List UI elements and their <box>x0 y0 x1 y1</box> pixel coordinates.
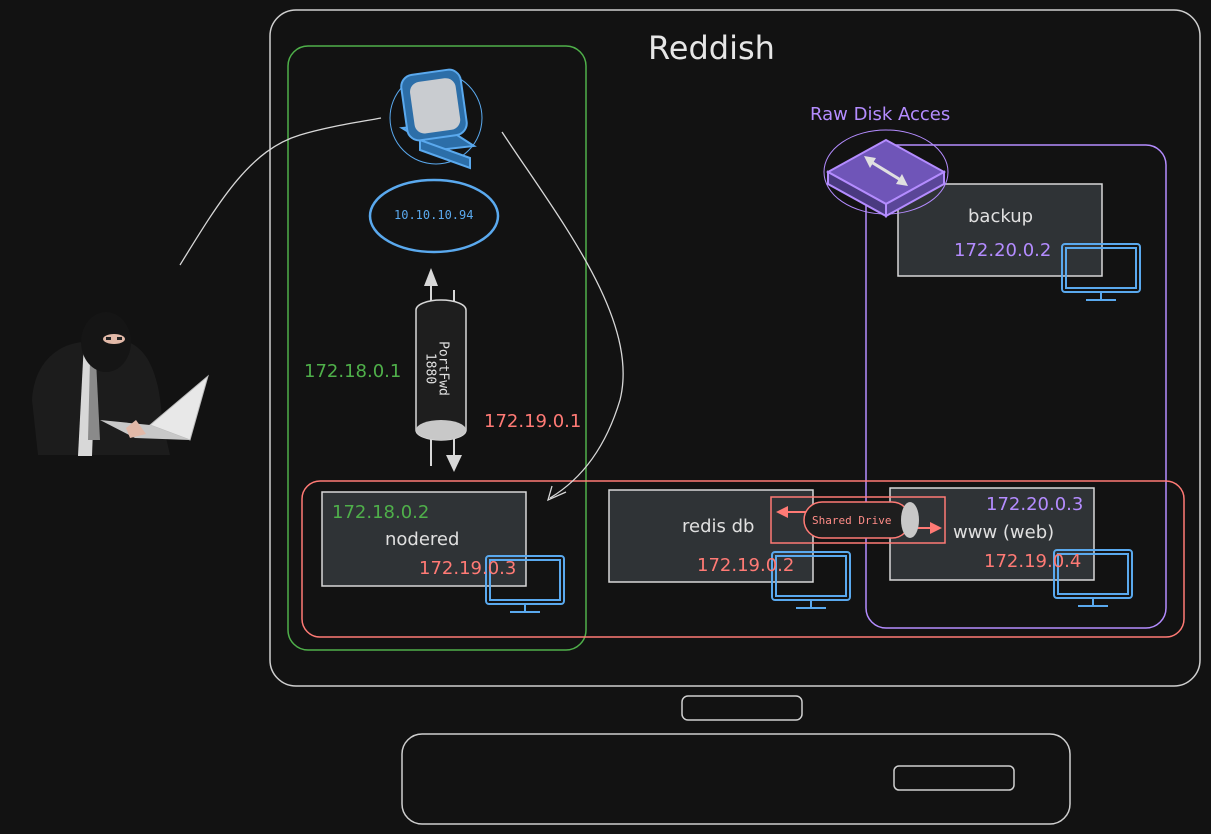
www-ip20-label: 172.20.0.3 <box>986 494 1084 515</box>
host-frame <box>269 9 1201 687</box>
backup-ip20-label: 172.20.0.2 <box>954 240 1052 261</box>
gateway-172-19-label: 172.19.0.1 <box>484 411 582 432</box>
host-ip-label: 10.10.10.94 <box>394 208 474 222</box>
tunnel-cylinder-icon <box>415 268 467 472</box>
monitor-icon <box>1061 243 1141 301</box>
network-172-20-box <box>865 144 1167 629</box>
network-172-19-box <box>301 480 1185 638</box>
shared-drive-icon <box>770 496 946 544</box>
nodered-ip19-label: 172.19.0.3 <box>419 558 517 579</box>
tunnel-label: PortFwd <box>435 341 451 396</box>
backup-box <box>897 183 1103 277</box>
nodered-ip18-label: 172.18.0.2 <box>332 502 430 523</box>
www-ip19-label: 172.19.0.4 <box>984 551 1082 572</box>
base-slot <box>893 765 1015 791</box>
hacker-illustration <box>32 312 209 456</box>
redis-name-label: redis db <box>682 516 755 537</box>
monitor-icon <box>771 551 851 609</box>
tunnel-port-label: 1880 <box>422 352 438 385</box>
monitor-icon <box>1053 549 1133 607</box>
pivot-arrowhead <box>546 485 567 502</box>
network-172-18-box <box>287 45 587 651</box>
switch-icon <box>823 129 949 218</box>
gateway-172-18-label: 172.18.0.1 <box>304 361 402 382</box>
host-ip-ellipse <box>368 178 500 254</box>
www-name-label: www (web) <box>953 522 1055 543</box>
shared-drive-label: Shared Drive <box>812 514 892 527</box>
diagram-title: Reddish <box>648 29 775 67</box>
monitor-stand <box>681 695 803 721</box>
nodered-name-label: nodered <box>385 529 460 550</box>
backup-name-label: backup <box>968 206 1034 227</box>
pivot-curve <box>501 131 624 499</box>
redis-ip19-label: 172.19.0.2 <box>697 555 795 576</box>
nodered-box <box>321 491 527 587</box>
www-box <box>889 487 1095 581</box>
redis-box <box>608 489 814 583</box>
monitor-icon <box>485 555 565 613</box>
raw-disk-label: Raw Disk Acces <box>810 104 951 125</box>
monitor-base <box>401 733 1071 825</box>
attacker-link-curve <box>179 117 382 266</box>
computer-icon <box>389 68 483 170</box>
